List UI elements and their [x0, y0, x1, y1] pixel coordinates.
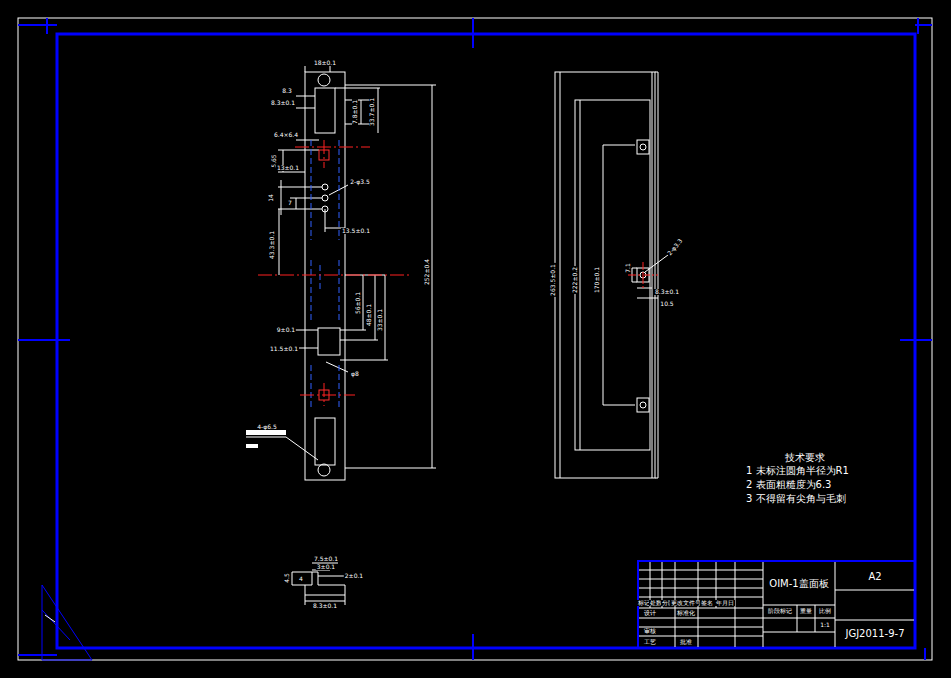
dimension: 48±0.1 [366, 303, 372, 327]
dimension: 7.1 [625, 262, 631, 274]
dimension: 170±0.1 [594, 266, 600, 294]
dimension: 8.3±0.1 [312, 603, 338, 609]
dimension: 263.5±0.1 [550, 263, 556, 297]
dimension: 56±0.1 [355, 291, 361, 315]
title-cell: 阶段标记 [767, 608, 793, 614]
dimension: 222±0.2 [572, 266, 578, 294]
dimension: 14 [268, 193, 274, 203]
hole-callout: 2-φ3.3 [666, 237, 684, 257]
title-cell: 批准 [679, 639, 693, 645]
dimension: 9±0.1 [276, 327, 296, 333]
title-cell: 更改文件号 [670, 600, 702, 606]
dimension: 4.5 [284, 572, 290, 584]
dimension: 252±0.4 [424, 258, 430, 286]
title-cell: 标准化 [676, 610, 696, 616]
dimension: 6.4×6.4 [273, 132, 299, 138]
dimension: 7.5±0.1 [313, 556, 339, 562]
note-heading: 技术要求 [784, 453, 826, 463]
dimension: 3±0.1 [316, 564, 336, 570]
dimension: 33.7±0.1 [369, 97, 375, 127]
hole-callout: 2-φ3.5 [349, 179, 370, 185]
dimension: 8.3 [281, 88, 293, 94]
part-name: OIM-1盖面板 [768, 579, 829, 589]
scale-value: 1:1 [819, 622, 831, 628]
dimension: 11.5±0.1 [269, 346, 299, 352]
dimension: 4 [298, 576, 304, 582]
dimension: 2±0.1 [344, 573, 364, 579]
note-line: 1 未标注圆角半径为R1 [745, 466, 850, 476]
title-cell: 签名 [700, 600, 714, 606]
dimension: 10.5 [659, 301, 674, 307]
dimension: 43.3±0.1 [269, 230, 275, 260]
drawing-number: JGJ2011-9-7 [844, 629, 905, 639]
dimension: 18±0.1 [313, 60, 337, 66]
note-line: 3 不得留有尖角与毛刺 [745, 494, 847, 504]
dimension: 7 [287, 200, 293, 206]
title-cell: 比例 [818, 608, 832, 614]
dimension: 33±0.1 [377, 308, 383, 332]
title-cell: 重量 [799, 608, 813, 614]
dimension: 13±0.1 [276, 165, 300, 171]
hole-callout: φ8 [350, 371, 360, 377]
dimension: 7.8±0.1 [352, 99, 358, 125]
dimension: 8.3±0.1 [654, 289, 680, 295]
dimension: 13.5±0.1 [341, 228, 371, 234]
dimension: 8.3±0.1 [270, 100, 296, 106]
title-cell: 工艺 [643, 639, 657, 645]
title-cell: 审核 [643, 628, 657, 634]
note-line: 2 表面粗糙度为6.3 [745, 480, 832, 490]
title-cell: 设计 [643, 610, 657, 616]
title-cell: 年月日 [715, 600, 735, 606]
hole-callout: 4-φ6.5 [256, 424, 277, 430]
sheet-size: A2 [867, 572, 882, 582]
